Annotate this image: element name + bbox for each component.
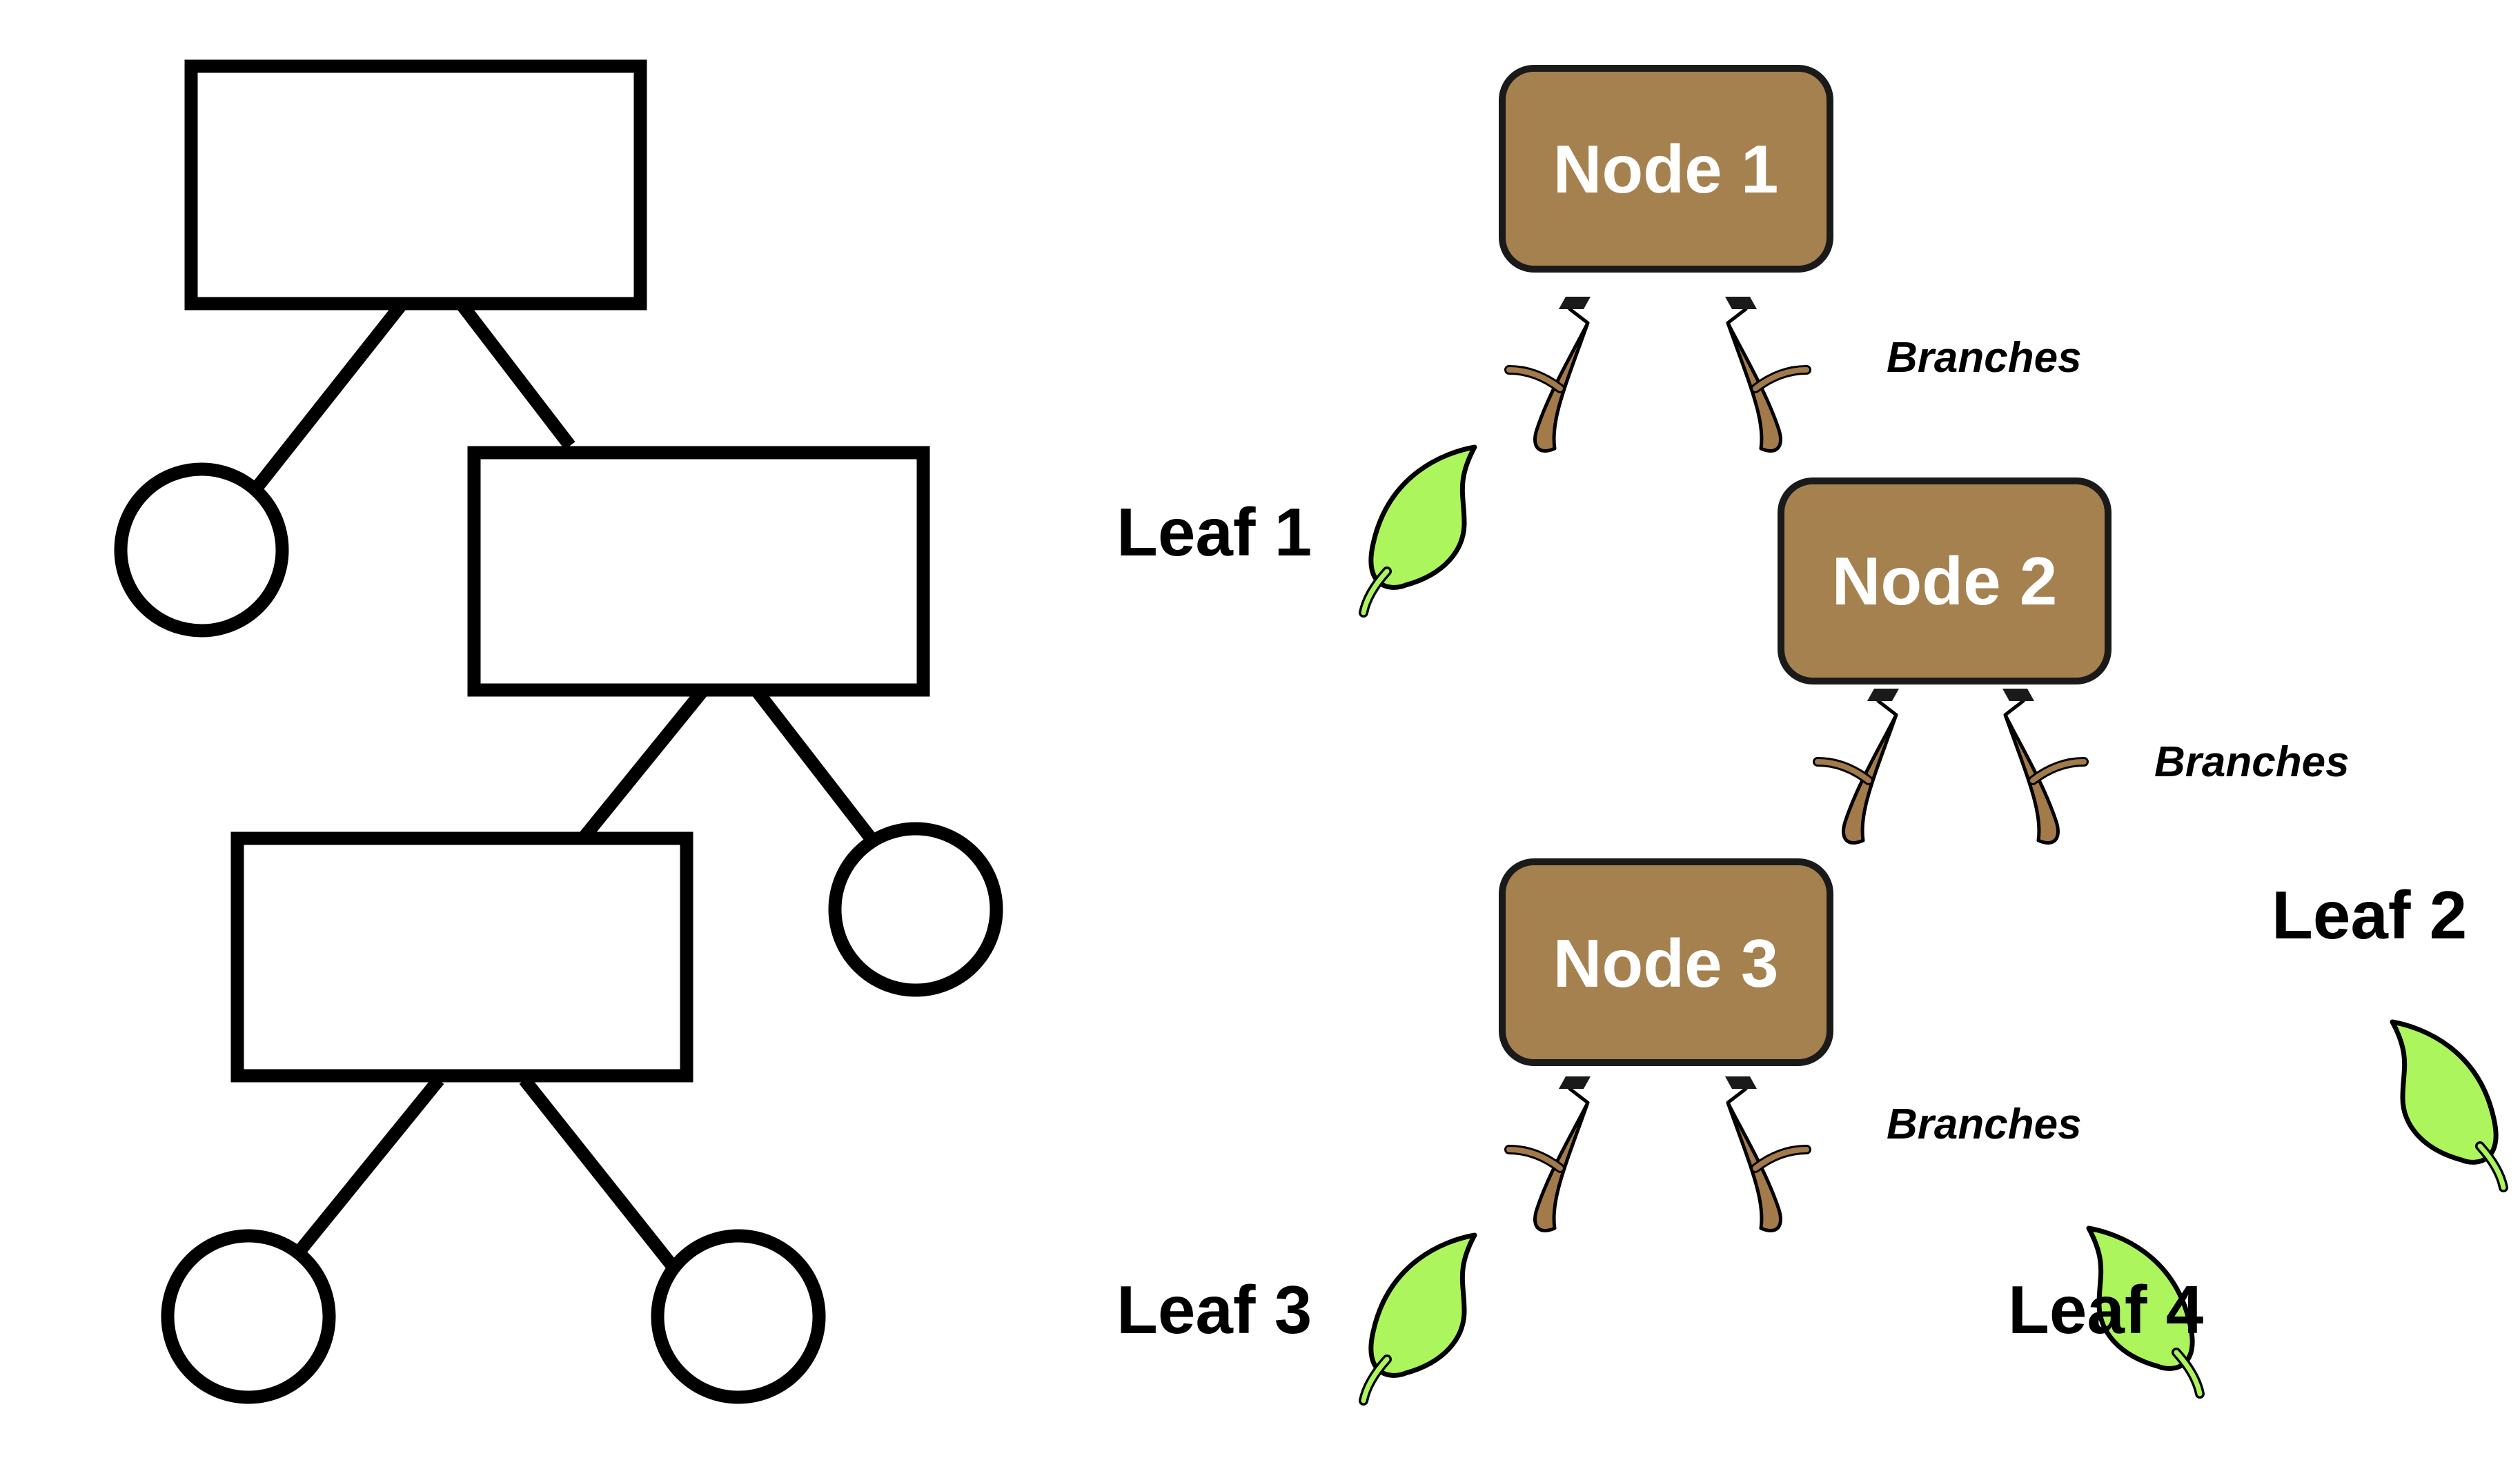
branch-icon: [1725, 1076, 1807, 1231]
branch-icon: [1509, 297, 1591, 451]
leaf-label: Leaf 2: [2272, 877, 2467, 953]
schematic-edge: [752, 688, 879, 846]
branches-label: Branches: [1887, 334, 2082, 382]
schematic-rect-node: [230, 831, 693, 1083]
node-label: Node 1: [1553, 131, 1779, 207]
leaf-label: Leaf 3: [1116, 1272, 1312, 1348]
schematic-rect-node: [467, 446, 930, 697]
branch-icon: [1818, 689, 1899, 843]
leaf-icon: [1364, 1235, 1475, 1401]
node-label: Node 3: [1553, 925, 1779, 1001]
schematic-tree: [114, 59, 1003, 1404]
schematic-edge: [578, 688, 707, 843]
schematic-rect-node: [184, 59, 647, 311]
leaf-icon: [1364, 447, 1475, 613]
branches-label: Branches: [2154, 738, 2350, 786]
schematic-edge: [455, 299, 575, 450]
schematic-circle-leaf: [651, 1229, 826, 1404]
schematic-circle-leaf: [114, 462, 289, 638]
branch-icon: [2002, 689, 2084, 843]
schematic-edge: [519, 1076, 677, 1269]
schematic-circle-leaf: [161, 1229, 336, 1404]
leaf-label: Leaf 4: [2008, 1272, 2203, 1348]
schematic-edge: [293, 1076, 444, 1257]
node-3: Node 3: [1499, 858, 1833, 1066]
leaf-icon: [2392, 1022, 2503, 1188]
schematic-circle-leaf: [828, 822, 1003, 997]
node-2: Node 2: [1778, 477, 2112, 684]
branch-icon: [1725, 297, 1807, 451]
illustrated-tree: Node 1 Node 2 Node 3: [1116, 65, 2503, 1401]
branch-icon: [1509, 1076, 1591, 1231]
branches-label: Branches: [1887, 1101, 2082, 1148]
leaf-label: Leaf 1: [1116, 494, 1312, 570]
node-label: Node 2: [1832, 543, 2058, 619]
schematic-edge: [253, 299, 408, 489]
node-1: Node 1: [1499, 65, 1833, 273]
